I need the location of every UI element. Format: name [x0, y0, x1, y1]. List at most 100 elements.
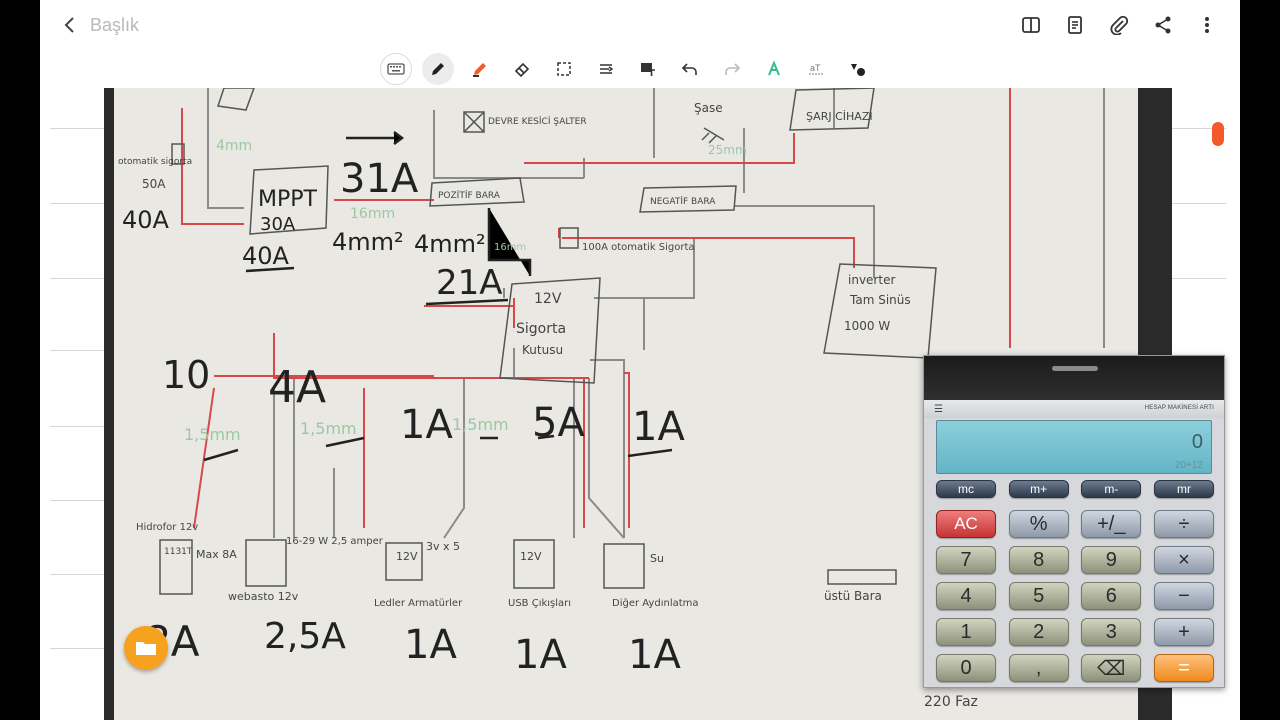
drawing-toolbar: aT: [380, 52, 874, 86]
attach-icon: [1110, 15, 1129, 35]
key-6[interactable]: 6: [1081, 582, 1142, 610]
pen-tool[interactable]: [422, 53, 454, 85]
eraser-tool[interactable]: [506, 53, 538, 85]
pen-settings-tool[interactable]: [758, 53, 790, 85]
top-bar: Başlık: [40, 0, 1240, 50]
green-wire-3: 1,5mm: [184, 425, 241, 444]
calculator-display: 0 20+12: [936, 420, 1212, 474]
inverter-line3: 1000 W: [844, 319, 890, 333]
redo-button[interactable]: [716, 53, 748, 85]
su-label: Su: [650, 552, 664, 565]
fuse-100a-label: 100A otomatik Sigorta: [582, 242, 695, 253]
m-plus-key[interactable]: m+: [1008, 480, 1069, 498]
mppt-current: 30A: [260, 214, 296, 235]
wire-4mm-b: 4mm²: [414, 230, 486, 258]
divide-key[interactable]: ÷: [1153, 510, 1214, 538]
more-icon: [1205, 17, 1209, 33]
green-wire-6: 16mm: [494, 242, 526, 253]
phase-label: 220 Faz: [924, 694, 978, 710]
leds-spec: 3v x 5: [426, 540, 460, 553]
back-icon: [64, 17, 74, 33]
svg-text:aT: aT: [810, 63, 821, 73]
inverter-line1: inverter: [848, 273, 895, 287]
key-9[interactable]: 9: [1081, 546, 1142, 574]
key-0[interactable]: 0: [936, 654, 996, 682]
amp-25: 2,5A: [264, 616, 346, 657]
selection-icon: [557, 62, 571, 76]
display-value: 0: [1191, 431, 1203, 453]
negative-bar-label: NEGATİF BARA: [650, 196, 716, 207]
more-button[interactable]: [1192, 10, 1222, 40]
amp-40-left: 40A: [122, 206, 170, 234]
undo-button[interactable]: [674, 53, 706, 85]
note-app: Başlık: [40, 0, 1240, 720]
calculator-window[interactable]: ☰ HESAP MAKİNESİ ARTI 0 20+12 mc m+ m- m…: [923, 355, 1225, 688]
fuse-box-line3: Kutusu: [522, 343, 563, 357]
shapes-tool[interactable]: [842, 53, 874, 85]
backspace-key[interactable]: ⌫: [1081, 654, 1142, 682]
calculator-brand: HESAP MAKİNESİ ARTI: [1144, 405, 1214, 411]
text-style-tool[interactable]: aT: [800, 53, 832, 85]
page-view-button[interactable]: [1060, 10, 1090, 40]
image-text-tool[interactable]: [632, 53, 664, 85]
shapes-icon: [851, 64, 865, 76]
key-3[interactable]: 3: [1081, 618, 1142, 646]
m-minus-key[interactable]: m-: [1081, 480, 1142, 498]
highlighter-icon: [473, 63, 486, 77]
sign-key[interactable]: +/_: [1081, 510, 1142, 538]
selection-tool[interactable]: [548, 53, 580, 85]
equals-key[interactable]: =: [1153, 654, 1214, 682]
key-4[interactable]: 4: [936, 582, 996, 610]
subtract-key[interactable]: −: [1153, 582, 1214, 610]
mr-key[interactable]: mr: [1153, 480, 1214, 498]
note-title[interactable]: Başlık: [90, 15, 140, 35]
inverter-line2: Tam Sinüs: [849, 293, 911, 307]
calculator-header[interactable]: [924, 356, 1224, 400]
scroll-handle[interactable]: [1212, 122, 1224, 146]
drag-handle[interactable]: [1052, 366, 1098, 371]
percent-key[interactable]: %: [1008, 510, 1069, 538]
text-style-icon: aT: [809, 63, 823, 75]
amp-31: 31A: [340, 156, 419, 202]
key-8[interactable]: 8: [1008, 546, 1069, 574]
text-recognition-tool[interactable]: [590, 53, 622, 85]
auto-fuse-amp: 50A: [142, 177, 166, 191]
share-button[interactable]: [1148, 10, 1178, 40]
split-view-button[interactable]: [1016, 10, 1046, 40]
mppt-label: MPPT: [258, 187, 318, 212]
amp-40-under: 40A: [242, 242, 290, 270]
undo-icon: [681, 63, 697, 75]
v12-a: 12V: [396, 550, 418, 563]
image-text-icon: [641, 63, 655, 76]
keyboard-tool[interactable]: [380, 53, 412, 85]
webasto-label: webasto 12v: [228, 590, 299, 603]
menu-icon[interactable]: ☰: [934, 404, 943, 415]
add-key[interactable]: +: [1153, 618, 1214, 646]
top-actions: [1016, 10, 1222, 40]
folder-button[interactable]: [124, 626, 168, 670]
wiring-diagram: MPPT 30A 31A 40A 40A 4mm² 4mm² 21A POZİT…: [118, 88, 1105, 710]
ac-key[interactable]: AC: [936, 510, 996, 538]
amp-1-d: 1A: [514, 632, 567, 678]
key-1[interactable]: 1: [936, 618, 996, 646]
multiply-key[interactable]: ×: [1153, 546, 1214, 574]
back-button[interactable]: [56, 12, 82, 38]
mc-key[interactable]: mc: [936, 480, 996, 498]
photo-edge-left: [104, 88, 114, 720]
leds-label: Ledler Armatürler: [374, 598, 463, 609]
attach-button[interactable]: [1104, 10, 1134, 40]
ground-label: Şase: [694, 101, 723, 115]
decimal-key[interactable]: ,: [1008, 654, 1069, 682]
fuse-box-line2: Sigorta: [516, 321, 566, 337]
green-wire-4: 1,5mm: [300, 419, 357, 438]
highlighter-tool[interactable]: [464, 53, 496, 85]
key-5[interactable]: 5: [1008, 582, 1069, 610]
breaker-label: DEVRE KESİCİ ŞALTER: [488, 116, 587, 127]
display-tape: 20+12: [1174, 460, 1203, 471]
key-2[interactable]: 2: [1008, 618, 1069, 646]
hidrofor-max: Max 8A: [196, 548, 237, 561]
key-7[interactable]: 7: [936, 546, 996, 574]
webasto-spec: 16-29 W 2,5 amper: [286, 536, 384, 547]
share-icon: [1155, 16, 1171, 34]
amp-1-c: 1A: [404, 622, 457, 668]
